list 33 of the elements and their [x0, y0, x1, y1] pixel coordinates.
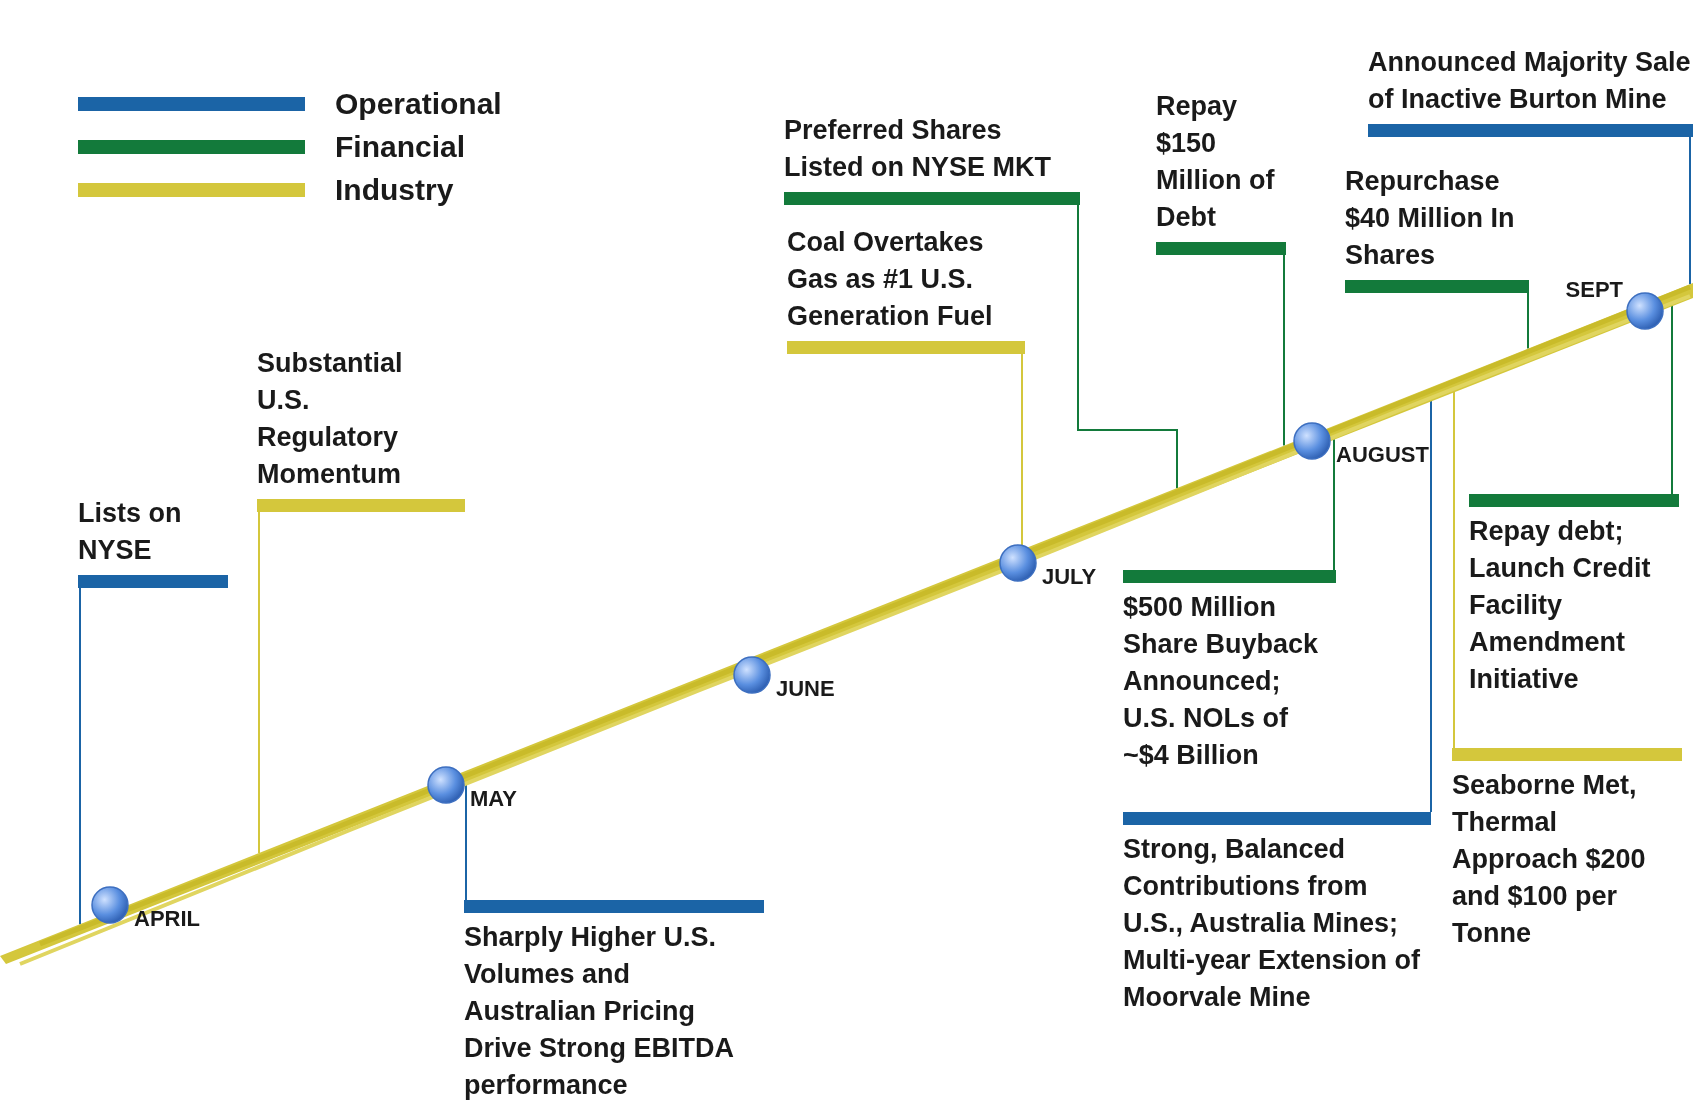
leader-line	[1333, 438, 1335, 571]
leader-line	[1283, 254, 1285, 447]
event-text: Repurchase $40 Million In Shares	[1345, 165, 1516, 272]
event-text: Repay $150 Million of Debt	[1156, 90, 1276, 234]
event-text: Sharply Higher U.S. Volumes and Australian Pricing Drive Strong EBITDA performance	[464, 921, 735, 1102]
month-label: SEPT	[1565, 277, 1623, 303]
event-text: Repay debt; Launch Credit Facility Amendment Initiative	[1469, 515, 1652, 696]
event-text: Preferred Shares Listed on NYSE MKT	[784, 114, 1052, 184]
month-label: APRIL	[134, 906, 200, 932]
month-label: JULY	[1042, 564, 1097, 590]
leader-line	[258, 511, 260, 855]
leader-line	[1527, 292, 1529, 350]
month-marker	[91, 886, 129, 924]
leader-line	[1077, 204, 1178, 490]
legend-label: Industry	[335, 172, 454, 208]
legend-label: Operational	[335, 86, 502, 122]
event-text: Announced Majority Sale of Inactive Burton Mine	[1368, 46, 1692, 116]
event-text: Coal Overtakes Gas as #1 U.S. Generation Fuel	[787, 226, 994, 333]
month-label: AUGUST	[1336, 442, 1429, 468]
event-text: Lists on NYSE	[78, 497, 183, 567]
event-text: Seaborne Met, Thermal Approach $200 and $100 per Tonne	[1452, 769, 1647, 950]
leader-line	[1689, 136, 1691, 286]
leader-line	[79, 587, 81, 926]
leader-line	[1453, 390, 1455, 749]
event-text: Strong, Balanced Contributions from U.S., Australia Mines; Multi-year Extension of Moorvale Mine	[1123, 833, 1422, 1014]
leader-line	[1671, 304, 1673, 495]
event-text: $500 Million Share Buyback Announced; U.S. NOLs of ~$4 Billion	[1123, 591, 1320, 772]
month-label: JUNE	[776, 676, 835, 702]
leader-line	[1430, 400, 1432, 813]
month-label: MAY	[470, 786, 517, 812]
legend-label: Financial	[335, 129, 466, 165]
month-marker	[733, 656, 771, 694]
event-text: Substantial U.S. Regulatory Momentum	[257, 347, 404, 491]
